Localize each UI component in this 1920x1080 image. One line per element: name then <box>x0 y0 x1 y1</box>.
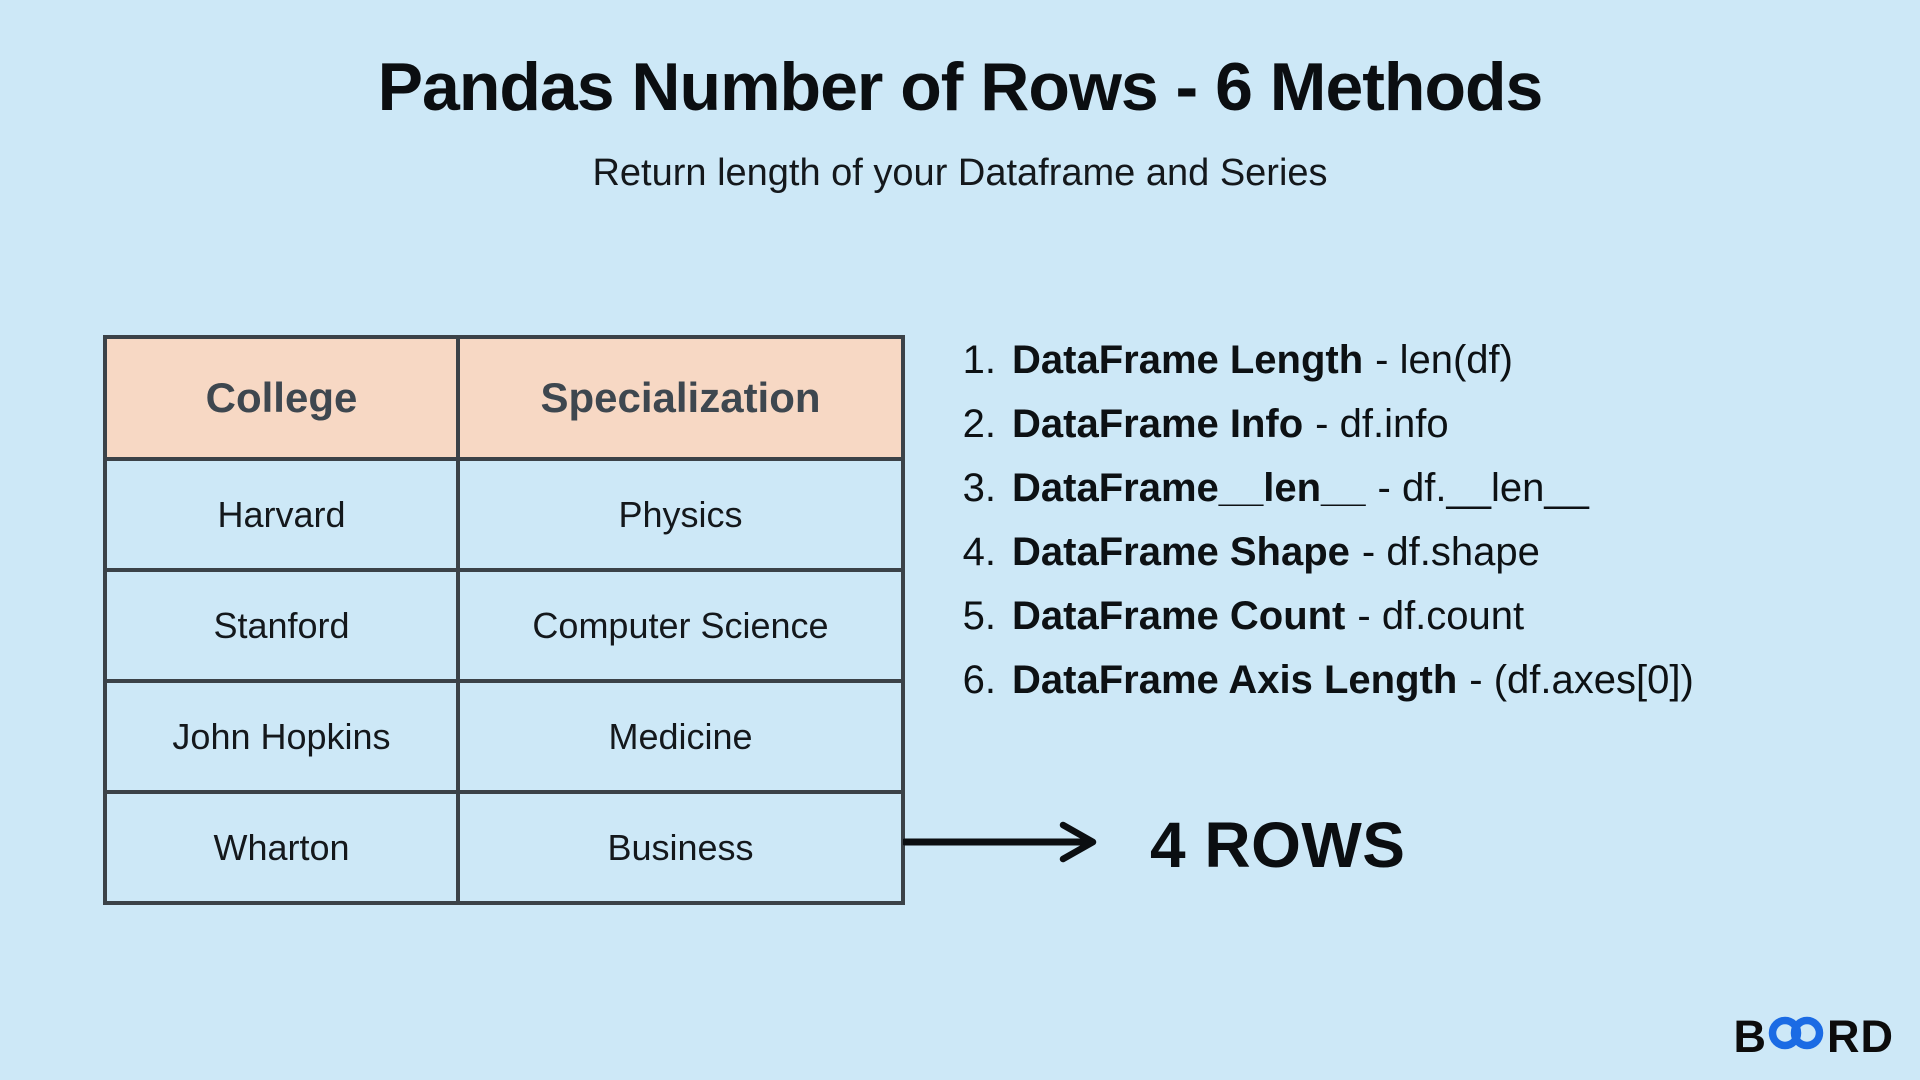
table-cell: Computer Science <box>456 568 905 683</box>
method-number: 6. <box>962 658 996 702</box>
method-number: 4. <box>962 530 996 574</box>
rows-count-label: 4 ROWS <box>1150 809 1406 881</box>
methods-list: 1. DataFrame Length - len(df) 2. DataFra… <box>946 338 1694 722</box>
table-cell: John Hopkins <box>103 679 460 794</box>
page-title: Pandas Number of Rows - 6 Methods <box>377 49 1544 125</box>
table-cell: Medicine <box>456 679 905 794</box>
method-number: 3. <box>962 466 996 510</box>
arrow-icon <box>901 818 1103 866</box>
method-item: 6. DataFrame Axis Length - (df.axes[0]) <box>946 658 1694 722</box>
method-code: - df.__len__ <box>1377 466 1589 510</box>
logo-letters-rd: RD <box>1827 1010 1894 1062</box>
table-header-row: College Specialization <box>103 335 905 461</box>
table-row: John Hopkins Medicine <box>103 679 905 794</box>
brand-logo: B RD <box>1734 1009 1895 1064</box>
method-code: - len(df) <box>1375 338 1513 382</box>
table-row: Harvard Physics <box>103 457 905 572</box>
method-code: - df.count <box>1357 594 1525 638</box>
method-name: DataFrame Length <box>1012 338 1364 382</box>
method-item: 5. DataFrame Count - df.count <box>946 594 1694 658</box>
page-subtitle: Return length of your Dataframe and Seri… <box>592 152 1328 194</box>
table-header-specialization: Specialization <box>456 335 905 461</box>
method-item: 2. DataFrame Info - df.info <box>946 402 1694 466</box>
table-header-college: College <box>103 335 460 461</box>
table-cell: Wharton <box>103 790 460 905</box>
table-cell: Stanford <box>103 568 460 683</box>
method-name: DataFrame Shape <box>1012 530 1350 574</box>
method-item: 3. DataFrame__len__ - df.__len__ <box>946 466 1694 530</box>
method-item: 4. DataFrame Shape - df.shape <box>946 530 1694 594</box>
method-code: - df.shape <box>1361 530 1540 574</box>
table-cell: Harvard <box>103 457 460 572</box>
method-number: 5. <box>962 594 996 638</box>
method-code: - (df.axes[0]) <box>1469 658 1694 702</box>
table-row: Wharton Business <box>103 790 905 905</box>
method-number: 2. <box>962 402 996 446</box>
table-cell: Business <box>456 790 905 905</box>
method-name: DataFrame__len__ <box>1012 466 1366 510</box>
method-code: - df.info <box>1315 402 1449 446</box>
method-name: DataFrame Axis Length <box>1012 658 1458 702</box>
method-number: 1. <box>962 338 996 382</box>
method-item: 1. DataFrame Length - len(df) <box>946 338 1694 402</box>
method-name: DataFrame Info <box>1012 402 1304 446</box>
method-name: DataFrame Count <box>1012 594 1346 638</box>
college-table: College Specialization Harvard Physics S… <box>103 335 905 905</box>
table-row: Stanford Computer Science <box>103 568 905 683</box>
table-cell: Physics <box>456 457 905 572</box>
logo-oa-infinity-icon <box>1767 1009 1827 1064</box>
logo-letter-b: B <box>1733 1010 1767 1062</box>
